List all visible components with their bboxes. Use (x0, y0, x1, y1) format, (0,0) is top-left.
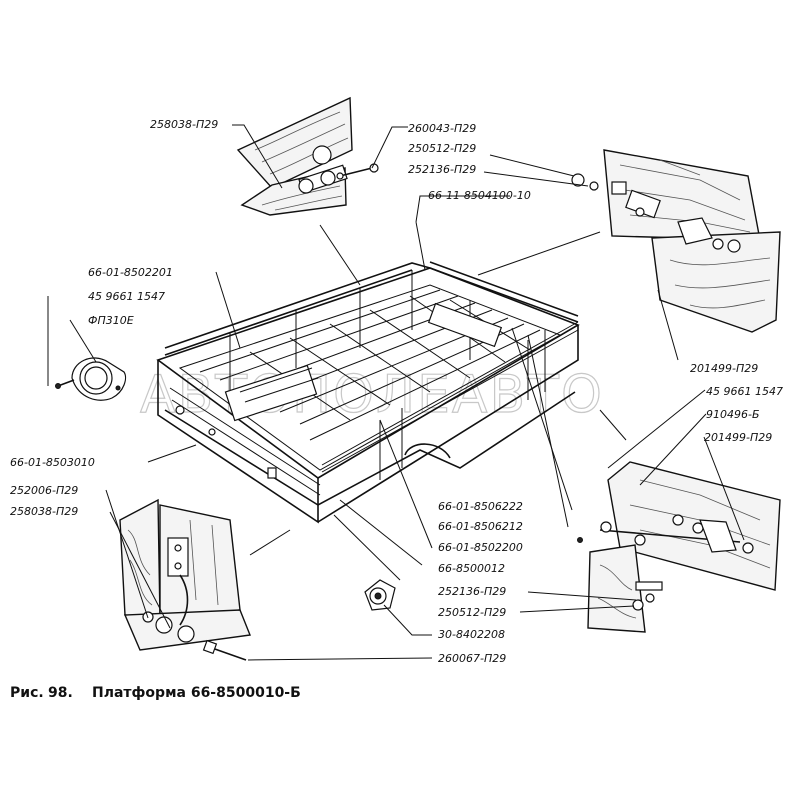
label-fp310e: ФП310Е (88, 314, 134, 327)
caption-number: 98. (48, 685, 73, 701)
label-910496-b: 910496-Б (706, 408, 760, 421)
reflector-icon (55, 357, 127, 401)
label-201499-p29-lower: 201499-П29 (704, 431, 772, 444)
label-66-01-8506222: 66-01-8506222 (438, 500, 523, 513)
caption-figure: Рис. (10, 685, 44, 701)
label-258038-p29-bottom: 258038-П29 (10, 505, 78, 518)
part-labels: 258038-П29 260043-П29 250512-П29 252136-… (10, 118, 783, 665)
label-30-8402208: 30-8402208 (438, 628, 505, 641)
label-258038-p29-top: 258038-П29 (150, 118, 218, 131)
label-250512-p29-top: 250512-П29 (408, 142, 476, 155)
leader-lines (47, 124, 745, 661)
hinge-detail-top-left (236, 96, 379, 216)
figure-caption: Рис. 98. Платформа 66-8500010-Б (10, 685, 301, 701)
stopper-icon (364, 579, 396, 611)
label-201499-p29-upper: 201499-П29 (690, 362, 758, 375)
label-250512-p29-bottom: 250512-П29 (438, 606, 506, 619)
label-66-01-8503010: 66-01-8503010 (10, 456, 95, 469)
label-66-8500012: 66-8500012 (438, 562, 505, 575)
hinge-detail-bottom-left (119, 498, 251, 661)
lock-detail-top-right (571, 149, 781, 333)
label-66-01-8502200: 66-01-8502200 (438, 541, 523, 554)
label-66-01-8502201: 66-01-8502201 (88, 266, 173, 279)
caption-title: Платформа 66-8500010-Б (92, 685, 301, 701)
lock-detail-bottom-right (577, 461, 781, 633)
label-260067-p29: 260067-П29 (438, 652, 506, 665)
platform-body (156, 261, 580, 524)
label-66-11-8504100-10: 66-11-8504100-10 (428, 189, 531, 202)
label-252136-p29-bottom: 252136-П29 (438, 585, 506, 598)
label-252136-p29-top: 252136-П29 (408, 163, 476, 176)
label-252006-p29: 252006-П29 (10, 484, 78, 497)
label-66-01-8506212: 66-01-8506212 (438, 520, 523, 533)
label-45-9661-1547-right: 45 9661 1547 (706, 385, 783, 398)
label-260043-p29: 260043-П29 (408, 122, 476, 135)
label-45-9661-1547-left: 45 9661 1547 (88, 290, 165, 303)
